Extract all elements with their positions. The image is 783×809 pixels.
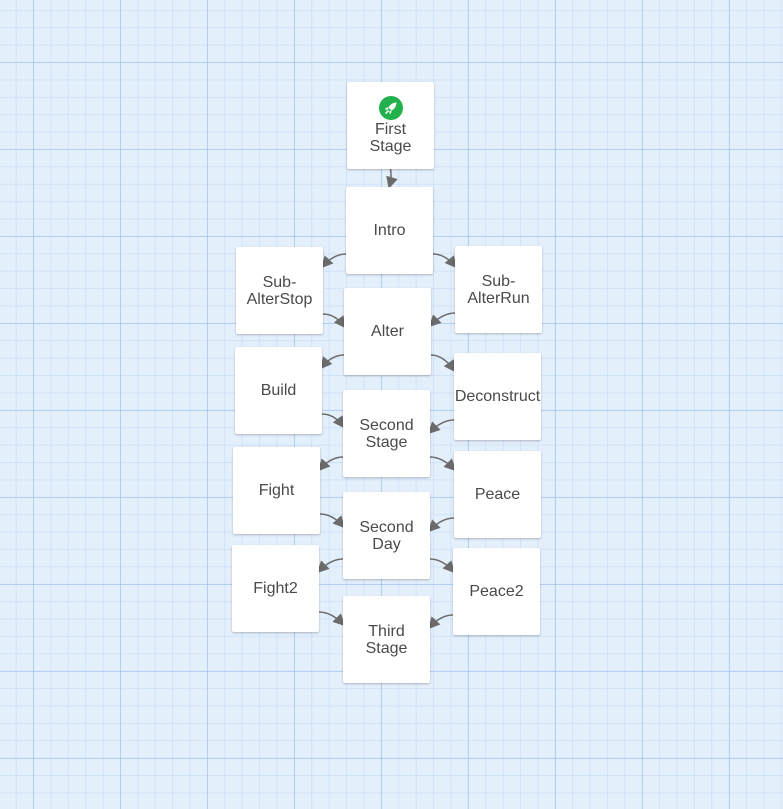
passage-first-stage[interactable]: First Stage [347, 82, 434, 169]
passage-label: Deconstruct [454, 388, 541, 405]
passage-label: Fight [258, 482, 295, 499]
link-second-stage-to-fight [317, 456, 344, 472]
link-second-day-to-fight2 [316, 558, 344, 574]
link-alter-to-deconstruct [430, 354, 456, 373]
passage-fight2[interactable]: Fight2 [232, 545, 319, 632]
passage-label: Intro [373, 222, 406, 239]
passage-sub-alterrun[interactable]: Sub- AlterRun [455, 246, 542, 333]
passage-label: First Stage [369, 121, 412, 155]
passage-peace[interactable]: Peace [454, 451, 541, 538]
passage-second-day[interactable]: Second Day [343, 492, 430, 579]
link-sub-alterstop-to-alter [322, 313, 346, 329]
link-peace2-to-third-stage [427, 614, 454, 630]
passage-build[interactable]: Build [235, 347, 322, 434]
passage-fight[interactable]: Fight [233, 447, 320, 534]
link-intro-to-sub-alterrun [432, 253, 457, 269]
passage-sub-alterstop[interactable]: Sub- AlterStop [236, 247, 323, 334]
passage-deconstruct[interactable]: Deconstruct [454, 353, 541, 440]
passage-label: Second Stage [359, 416, 414, 451]
link-alter-to-build [320, 354, 345, 370]
passage-intro[interactable]: Intro [346, 187, 433, 274]
passage-label: Second Day [359, 518, 414, 553]
link-fight-to-second-day [319, 513, 346, 529]
passage-alter[interactable]: Alter [344, 288, 431, 375]
passage-label: Third Stage [365, 622, 408, 657]
link-first-stage-to-intro [386, 168, 398, 189]
passage-label: Peace [474, 486, 521, 503]
passage-label: Peace2 [469, 583, 524, 600]
passage-label: Alter [371, 323, 404, 340]
passage-third-stage[interactable]: Third Stage [343, 596, 430, 683]
link-build-to-second-stage [321, 413, 345, 429]
passage-label: Sub- AlterRun [467, 272, 530, 307]
link-peace-to-second-day [427, 517, 455, 533]
passage-label: Fight2 [253, 580, 298, 597]
link-fight2-to-third-stage [318, 611, 346, 627]
link-second-day-to-peace2 [429, 558, 456, 574]
passage-label: Build [260, 382, 297, 399]
passage-peace2[interactable]: Peace2 [453, 548, 540, 635]
rocket-icon [378, 96, 403, 120]
link-intro-to-sub-alterstop [320, 253, 347, 269]
link-sub-alterrun-to-alter [428, 312, 456, 328]
passage-second-stage[interactable]: Second Stage [343, 390, 430, 477]
link-second-stage-to-peace [429, 456, 457, 472]
link-deconstruct-to-second-stage [427, 419, 455, 435]
passage-label: Sub- AlterStop [246, 273, 313, 308]
